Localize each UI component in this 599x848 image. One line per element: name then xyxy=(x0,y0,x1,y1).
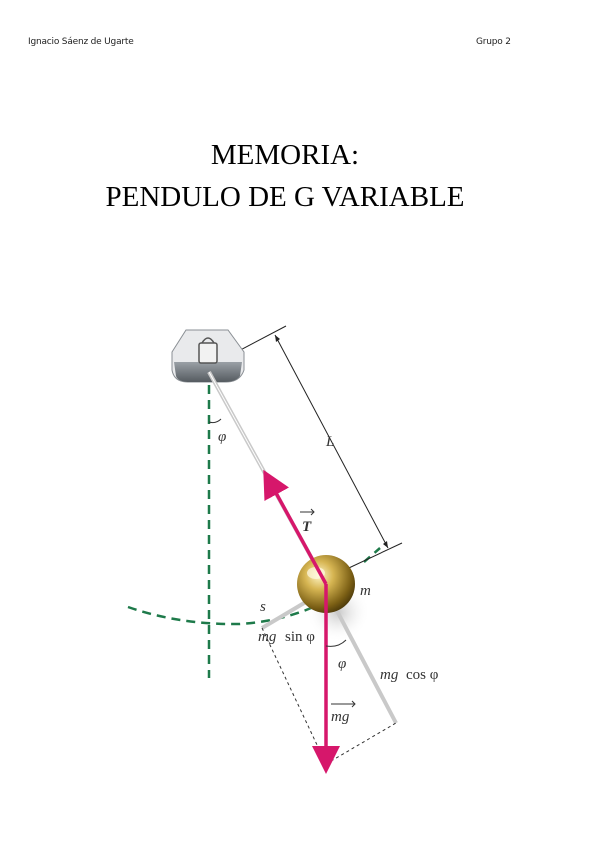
mg-cos-label-func: cos φ xyxy=(406,667,439,683)
arc-length-label: s xyxy=(260,599,266,615)
title-line-1: MEMORIA: xyxy=(210,139,360,171)
mg-cos-label-mg: mg xyxy=(380,667,399,683)
swing-arc xyxy=(127,588,346,626)
length-arrow-bottom xyxy=(383,541,388,548)
length-dimension-line xyxy=(274,334,389,549)
tension-label: T xyxy=(302,519,312,535)
document-title: MEMORIA: PENDULO DE G VARIABLE xyxy=(0,134,570,218)
mg-sin-label-mg: mg xyxy=(258,629,277,645)
tension-label-arrow xyxy=(300,508,315,516)
mass-label: m xyxy=(360,583,371,599)
header-author: Ignacio Sáenz de Ugarte xyxy=(28,37,134,47)
angle-arc-bottom xyxy=(325,639,347,647)
title-line-2: PENDULO DE G VARIABLE xyxy=(105,181,465,213)
weight-label-arrow xyxy=(331,700,356,708)
mg-sin-label-func: sin φ xyxy=(285,629,315,645)
length-label: L xyxy=(325,434,334,450)
weight-label: mg xyxy=(331,709,350,725)
tension-vector xyxy=(263,469,328,585)
pendulum-mount xyxy=(171,329,245,383)
angle-arc-top xyxy=(208,418,222,424)
header-group: Grupo 2 xyxy=(476,37,511,47)
component-dotted-lines xyxy=(261,627,397,765)
mg-cos-component-bar xyxy=(324,589,398,724)
angle-label-top: φ xyxy=(218,429,226,445)
length-arrow-top xyxy=(275,335,280,342)
angle-label-bottom: φ xyxy=(338,656,346,672)
